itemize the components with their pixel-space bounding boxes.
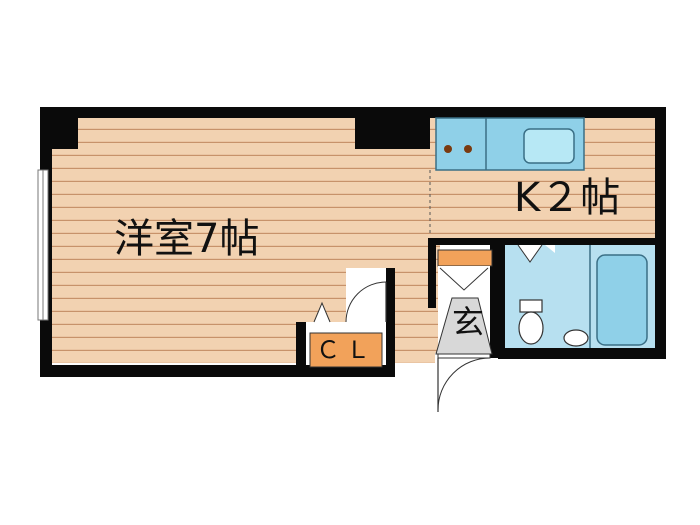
bathroom xyxy=(505,244,655,348)
room-door xyxy=(345,268,387,323)
washbasin-icon xyxy=(563,329,589,347)
entrance xyxy=(435,249,493,412)
closet-label: ＣＬ xyxy=(316,336,376,364)
entrance-label: 玄 xyxy=(452,303,485,341)
closet xyxy=(306,301,386,368)
stove-icon xyxy=(444,145,472,153)
kitchen-label: K２帖 xyxy=(514,175,621,221)
left-window xyxy=(37,169,49,321)
walls xyxy=(40,107,666,377)
sink-icon xyxy=(523,128,575,164)
toilet-icon xyxy=(518,299,544,345)
western-room-label: 洋室7帖 xyxy=(114,216,260,262)
kitchen-counter xyxy=(435,117,585,171)
bathtub-icon xyxy=(596,254,648,346)
